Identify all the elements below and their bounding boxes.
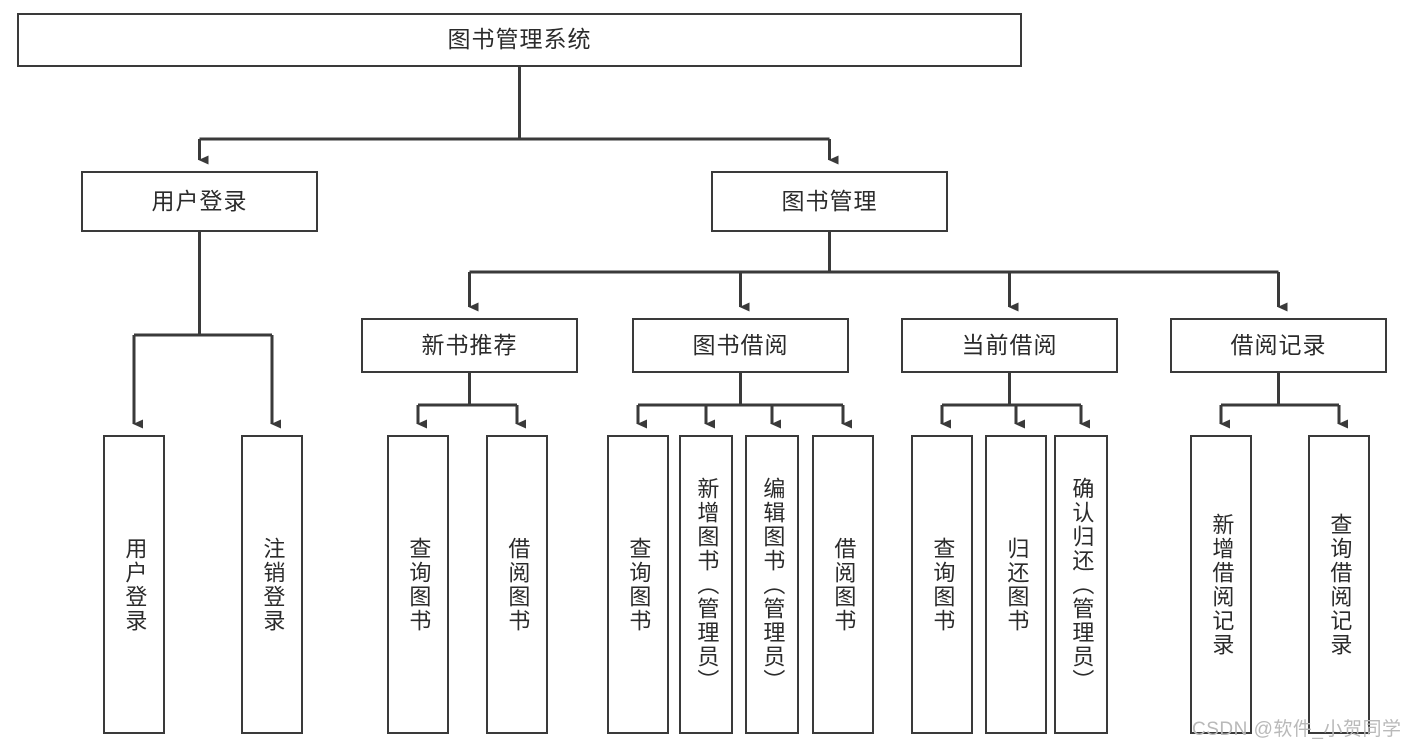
node-borrow-record[interactable]: 借阅记录 [1170,318,1387,373]
node-root[interactable]: 图书管理系统 [17,13,1022,67]
node-leaf-query-record[interactable]: 查询借阅记录 [1308,435,1370,734]
node-label: 查询图书 [930,536,956,633]
node-book-borrow[interactable]: 图书借阅 [632,318,849,373]
node-current-borrow[interactable]: 当前借阅 [901,318,1118,373]
node-leaf-query-book-3[interactable]: 查询图书 [911,435,973,734]
node-label: 图书管理 [781,187,878,214]
node-leaf-query-book-1[interactable]: 查询图书 [387,435,449,734]
node-leaf-return-book[interactable]: 归还图书 [985,435,1047,734]
node-label: 新书推荐 [421,331,518,358]
node-label: 查询借阅记录 [1327,512,1353,657]
node-label: 归还图书 [1004,536,1030,633]
csdn-watermark: CSDN @软件_小贺同学 [1192,719,1402,740]
node-label: 借阅图书 [831,536,857,633]
node-leaf-add-book[interactable]: 新增图书（管理员） [679,435,733,734]
node-leaf-confirm-return[interactable]: 确认归还（管理员） [1054,435,1108,734]
node-leaf-borrow-book-1[interactable]: 借阅图书 [486,435,548,734]
node-label: 图书管理系统 [447,26,592,53]
node-label: 确认归还（管理员） [1069,476,1095,693]
node-new-book-recommend[interactable]: 新书推荐 [361,318,578,373]
node-leaf-edit-book[interactable]: 编辑图书（管理员） [745,435,799,734]
node-label: 用户登录 [122,536,148,633]
node-label: 借阅图书 [505,536,531,633]
node-label: 查询图书 [626,536,652,633]
node-leaf-borrow-book-2[interactable]: 借阅图书 [812,435,874,734]
node-label: 注销登录 [260,536,286,633]
node-label: 新增图书（管理员） [694,476,720,693]
node-label: 借阅记录 [1230,331,1327,358]
node-leaf-user-login[interactable]: 用户登录 [103,435,165,734]
node-label: 新增借阅记录 [1209,512,1235,657]
node-book-manage[interactable]: 图书管理 [711,171,948,232]
node-leaf-add-record[interactable]: 新增借阅记录 [1190,435,1252,734]
node-label: 查询图书 [406,536,432,633]
node-label: 编辑图书（管理员） [760,476,786,693]
node-user-login[interactable]: 用户登录 [81,171,318,232]
node-label: 当前借阅 [961,331,1058,358]
node-label: 图书借阅 [692,331,789,358]
node-leaf-query-book-2[interactable]: 查询图书 [607,435,669,734]
node-label: 用户登录 [151,187,248,214]
node-leaf-user-logout[interactable]: 注销登录 [241,435,303,734]
